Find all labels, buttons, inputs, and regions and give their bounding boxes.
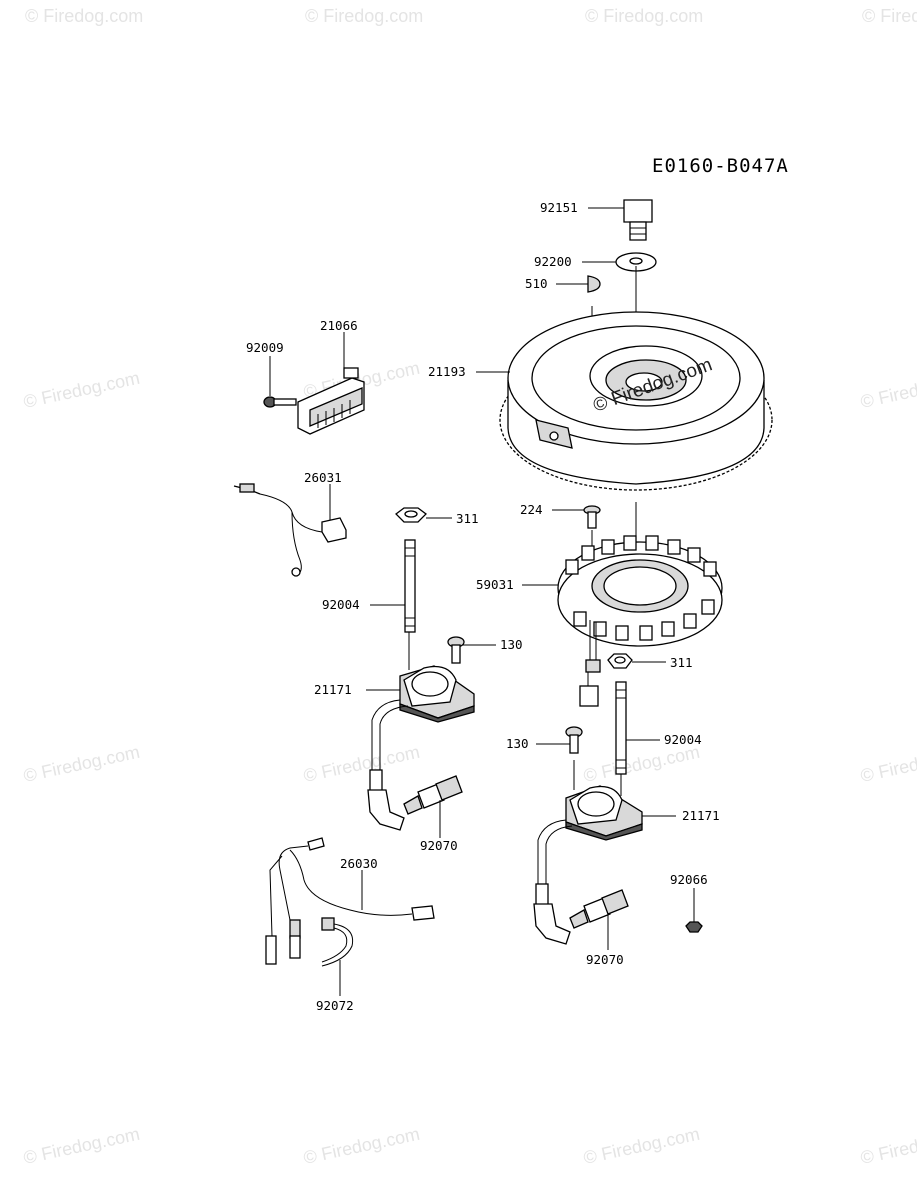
label-130-right: 130 [506, 736, 529, 751]
watermark: © Firedog.com [22, 742, 142, 786]
watermark: © Firedog.com [585, 6, 703, 26]
label-311-right: 311 [670, 655, 693, 670]
ignition-coil-21171-left[interactable] [367, 665, 475, 831]
label-224: 224 [520, 502, 543, 517]
watermark-layer: © Firedog.com © Firedog.com © Firedog.co… [22, 6, 917, 1168]
washer-92200[interactable] [615, 252, 657, 272]
stud-92004-right[interactable] [615, 681, 627, 775]
label-92004-left: 92004 [322, 597, 360, 612]
tube-92072[interactable] [321, 917, 354, 967]
wire-harness-26031[interactable] [233, 483, 347, 577]
key-510[interactable] [587, 275, 601, 293]
watermark: © Firedog.com [25, 6, 143, 26]
label-92009: 92009 [246, 340, 284, 355]
watermark: © Firedog.com [305, 6, 423, 26]
spark-plug-92070-left[interactable] [403, 775, 463, 815]
bolt-130-right[interactable] [565, 726, 583, 754]
watermark: © Firedog.com [22, 368, 142, 412]
flywheel-21193[interactable]: © Firedog.com [499, 311, 773, 491]
label-92200: 92200 [534, 254, 572, 269]
nut-92066[interactable] [685, 921, 703, 933]
bolt-130-top[interactable] [447, 636, 465, 664]
nut-311[interactable] [395, 507, 427, 523]
label-26031: 26031 [304, 470, 342, 485]
screw-92009[interactable] [263, 396, 297, 408]
label-21171-left: 21171 [314, 682, 352, 697]
label-92072: 92072 [316, 998, 354, 1013]
watermark: © Firedog.com [859, 368, 917, 412]
label-21171-right: 21171 [682, 808, 720, 823]
label-92066: 92066 [670, 872, 708, 887]
diagram-code: E0160-B047A [652, 155, 789, 177]
label-21193: 21193 [428, 364, 466, 379]
bolt-92151[interactable] [623, 199, 653, 241]
label-311-top: 311 [456, 511, 479, 526]
label-92070-right: 92070 [586, 952, 624, 967]
label-130-top: 130 [500, 637, 523, 652]
label-59031: 59031 [476, 577, 514, 592]
label-510: 510 [525, 276, 548, 291]
spark-plug-92070-right[interactable] [569, 889, 629, 929]
stud-92004-left[interactable] [404, 539, 416, 633]
bolt-224[interactable] [583, 505, 601, 529]
watermark: © Firedog.com [859, 1124, 917, 1168]
label-92070-left: 92070 [420, 838, 458, 853]
wire-harness-26030[interactable] [265, 837, 435, 965]
watermark: © Firedog.com [302, 742, 422, 786]
watermark: © Firedog.com [302, 1124, 422, 1168]
label-26030: 26030 [340, 856, 378, 871]
regulator-21066[interactable] [297, 367, 365, 435]
watermark: © Firedog.com [859, 742, 917, 786]
watermark: © Firedog.com [862, 6, 917, 26]
watermark: © Firedog.com [582, 1124, 702, 1168]
nut-311-right[interactable] [607, 653, 633, 669]
label-21066: 21066 [320, 318, 358, 333]
label-92151: 92151 [540, 200, 578, 215]
watermark: © Firedog.com [582, 742, 702, 786]
stator-59031[interactable] [557, 535, 723, 707]
watermark: © Firedog.com [22, 1124, 142, 1168]
ignition-coil-21171-right[interactable] [533, 785, 643, 945]
label-92004-right: 92004 [664, 732, 702, 747]
